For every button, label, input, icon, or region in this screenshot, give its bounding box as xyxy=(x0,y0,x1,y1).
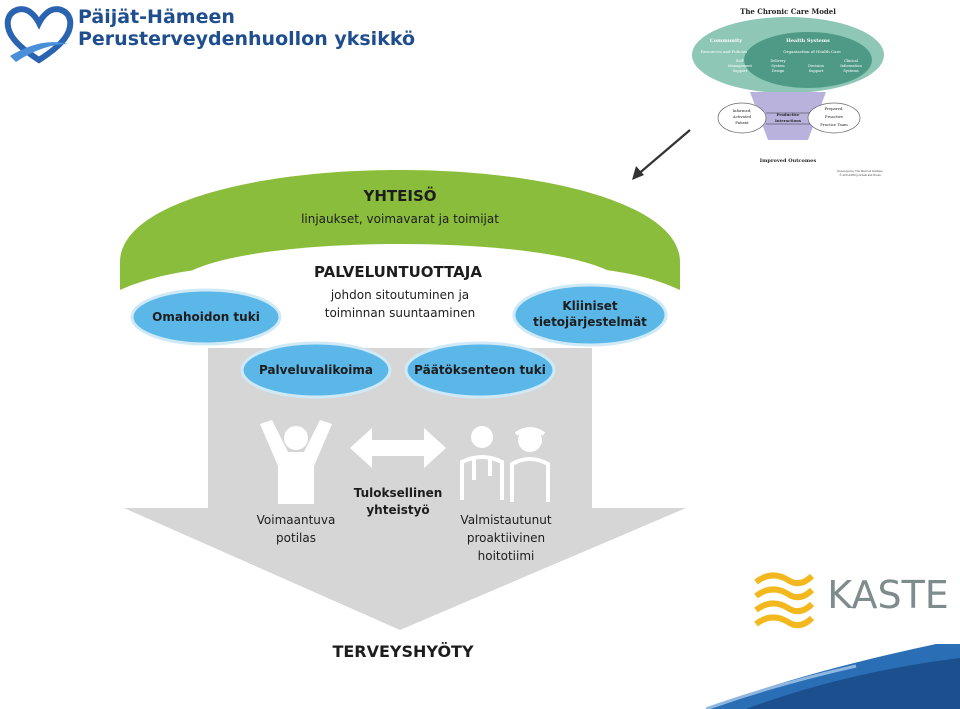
ccm-patient-ellipse xyxy=(717,102,767,134)
ccm-prepared-2: Proactive xyxy=(825,114,844,119)
ccm-health-systems: Health Systems xyxy=(786,38,830,44)
patient-figure-icon xyxy=(260,420,332,504)
kaste-logo: KASTE xyxy=(754,572,949,629)
palveluvalikoima-oval xyxy=(240,341,392,399)
palveluvalikoima-label: Palveluvalikoima xyxy=(259,363,373,377)
ccm-informed-1: Informed, xyxy=(733,108,752,113)
ccm-decision-2: Support xyxy=(809,69,824,73)
ccm-organization: Organization of Health Care xyxy=(783,49,841,54)
interaction-double-arrow-icon xyxy=(350,428,446,468)
chronic-care-model-thumbnail: The Chronic Care Model Community Health … xyxy=(692,7,884,177)
team-label-line2: proaktiivinen xyxy=(467,531,545,545)
ccm-prepared-1: Prepared, xyxy=(824,106,843,111)
paatoksenteon-label: Päätöksenteon tuki xyxy=(414,363,546,377)
ccm-credit-1: Developed by The MacColl Institute xyxy=(837,170,883,173)
ccm-decision-1: Decision xyxy=(808,64,824,68)
ccm-self-mgmt-2: Management xyxy=(728,64,753,68)
provider-subtitle-line1: johdon sitoutuminen ja xyxy=(330,288,469,302)
team-label-line3: hoitotiimi xyxy=(478,549,535,563)
omahoidon-oval xyxy=(130,288,282,346)
ccm-self-mgmt-3: Support xyxy=(733,69,748,73)
community-arch-inner xyxy=(170,244,630,290)
community-subtitle: linjaukset, voimavarat ja toimijat xyxy=(301,212,499,226)
paatoksenteon-oval xyxy=(404,341,556,399)
kaste-wordmark: KASTE xyxy=(827,573,949,617)
ccm-prepared-3: Practice Team xyxy=(820,122,848,127)
interaction-label-line1: Tuloksellinen xyxy=(354,486,443,500)
ccm-clinical-1: Clinical xyxy=(844,59,859,63)
ccm-productive-1: Productive xyxy=(777,112,801,117)
ccm-delivery-1: Delivery xyxy=(770,59,786,63)
ccm-community: Community xyxy=(710,38,743,44)
care-team-figure-icon xyxy=(460,426,550,502)
omahoidon-label: Omahoidon tuki xyxy=(152,310,260,324)
patient-label-line1: Voimaantuva xyxy=(257,513,336,527)
ccm-resources: Resources and Policies xyxy=(701,49,748,54)
org-name-line1: Päijät-Hämeen xyxy=(78,6,235,28)
ccm-self-mgmt-1: Self- xyxy=(736,59,745,63)
kliiniset-label-line2: tietojärjestelmät xyxy=(533,315,647,329)
ccm-clinical-3: Systems xyxy=(843,69,858,73)
interaction-label-line2: yhteistyö xyxy=(366,503,429,517)
ccm-delivery-2: System xyxy=(771,64,785,68)
kaste-wave-icon xyxy=(754,572,815,629)
heart-logo-icon xyxy=(4,6,74,64)
ccm-outcomes: Improved Outcomes xyxy=(760,158,817,164)
organization-name: Päijät-Hämeen Perusterveydenhuollon yksi… xyxy=(78,6,415,50)
team-label-line1: Valmistautunut xyxy=(460,513,551,527)
ccm-funnel xyxy=(750,92,826,140)
kliiniset-label-line1: Kliiniset xyxy=(562,299,618,313)
org-name-line2: Perusterveydenhuollon yksikkö xyxy=(78,28,416,50)
community-title: YHTEISÖ xyxy=(362,186,436,205)
outcome-label: TERVEYSHYÖTY xyxy=(332,642,474,661)
kliiniset-oval xyxy=(512,283,668,347)
ccm-team-ellipse xyxy=(807,102,861,134)
grey-outcome-arrow xyxy=(124,348,686,630)
ccm-informed-3: Patient xyxy=(735,120,749,125)
decorative-swoosh xyxy=(706,644,960,709)
ccm-title: The Chronic Care Model xyxy=(740,7,836,16)
ccm-delivery-3: Design xyxy=(772,69,785,73)
ccm-productive-2: Interactions xyxy=(775,118,801,123)
ccm-health-system-ellipse xyxy=(744,32,872,88)
patient-label-line2: potilas xyxy=(276,531,316,545)
ccm-informed-2: Activated xyxy=(732,114,752,119)
ccm-clinical-2: Information xyxy=(840,64,862,68)
pointer-arrow-icon xyxy=(632,129,691,180)
provider-subtitle-line2: toiminnan suuntaaminen xyxy=(325,306,476,320)
provider-title: PALVELUNTUOTTAJA xyxy=(314,263,482,281)
ccm-credit-2: ® ACP-ASIM Journals and Books xyxy=(839,174,881,177)
